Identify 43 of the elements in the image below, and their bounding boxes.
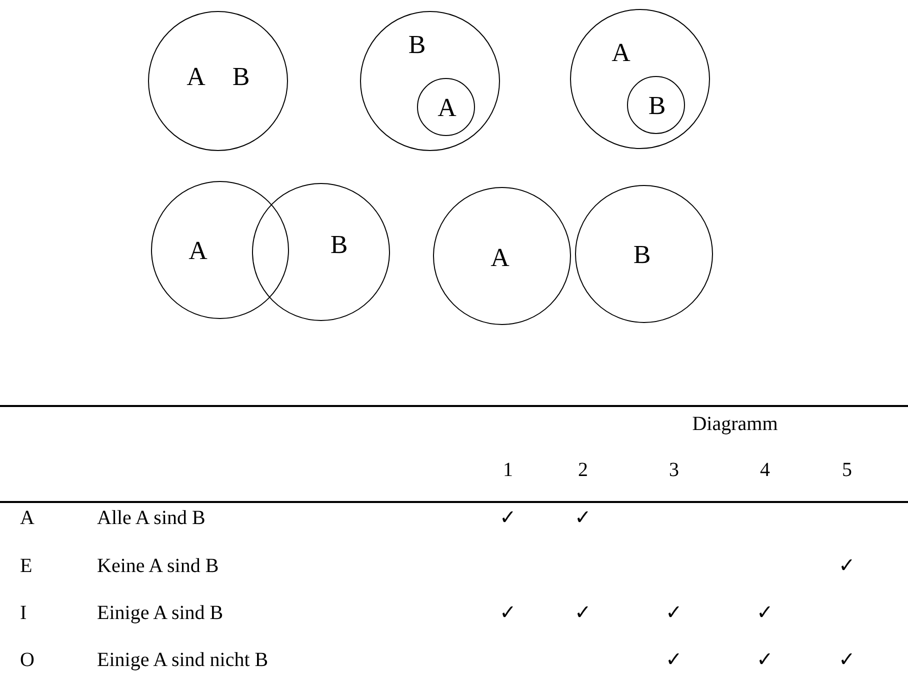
- table-text: E: [20, 556, 32, 576]
- check-mark: ✓: [574, 603, 592, 623]
- table-text: Keine A sind B: [97, 556, 219, 576]
- table-text: O: [20, 650, 34, 670]
- check-mark: ✓: [666, 603, 682, 623]
- set-label: B: [648, 93, 666, 119]
- set-circle: [148, 11, 288, 151]
- table-text: I: [20, 603, 27, 623]
- check-mark: ✓: [500, 603, 516, 623]
- table-text: 5: [842, 460, 852, 480]
- set-label: A: [612, 40, 630, 66]
- table-text: Diagramm: [692, 414, 778, 434]
- set-label: B: [232, 64, 250, 90]
- set-label: A: [186, 64, 206, 90]
- check-mark: ✓: [666, 650, 682, 670]
- set-circle: [627, 76, 685, 134]
- set-circle: [417, 78, 475, 136]
- set-label: B: [330, 232, 348, 258]
- check-mark: ✓: [838, 556, 856, 576]
- set-label: A: [438, 95, 456, 121]
- set-circle: [570, 9, 710, 149]
- set-label: B: [633, 242, 651, 268]
- set-label: A: [188, 238, 208, 264]
- check-mark: ✓: [574, 508, 592, 528]
- set-label: A: [490, 245, 510, 271]
- check-mark: ✓: [838, 650, 856, 670]
- table-text: A: [20, 508, 34, 528]
- check-mark: ✓: [756, 603, 774, 623]
- table-text: Alle A sind B: [97, 508, 206, 528]
- set-circle: [360, 11, 500, 151]
- set-label: B: [408, 32, 426, 58]
- table-text: 2: [578, 460, 588, 480]
- table-text: 3: [669, 460, 679, 480]
- set-circle: [433, 187, 571, 325]
- check-mark: ✓: [756, 650, 774, 670]
- set-circle: [575, 185, 713, 323]
- table-text: 4: [760, 460, 770, 480]
- set-circle: [252, 183, 390, 321]
- set-circle: [151, 181, 289, 319]
- check-mark: ✓: [500, 508, 516, 528]
- table-text: Einige A sind nicht B: [97, 650, 268, 670]
- table-text: Einige A sind B: [97, 603, 224, 623]
- table-text: 1: [503, 460, 513, 480]
